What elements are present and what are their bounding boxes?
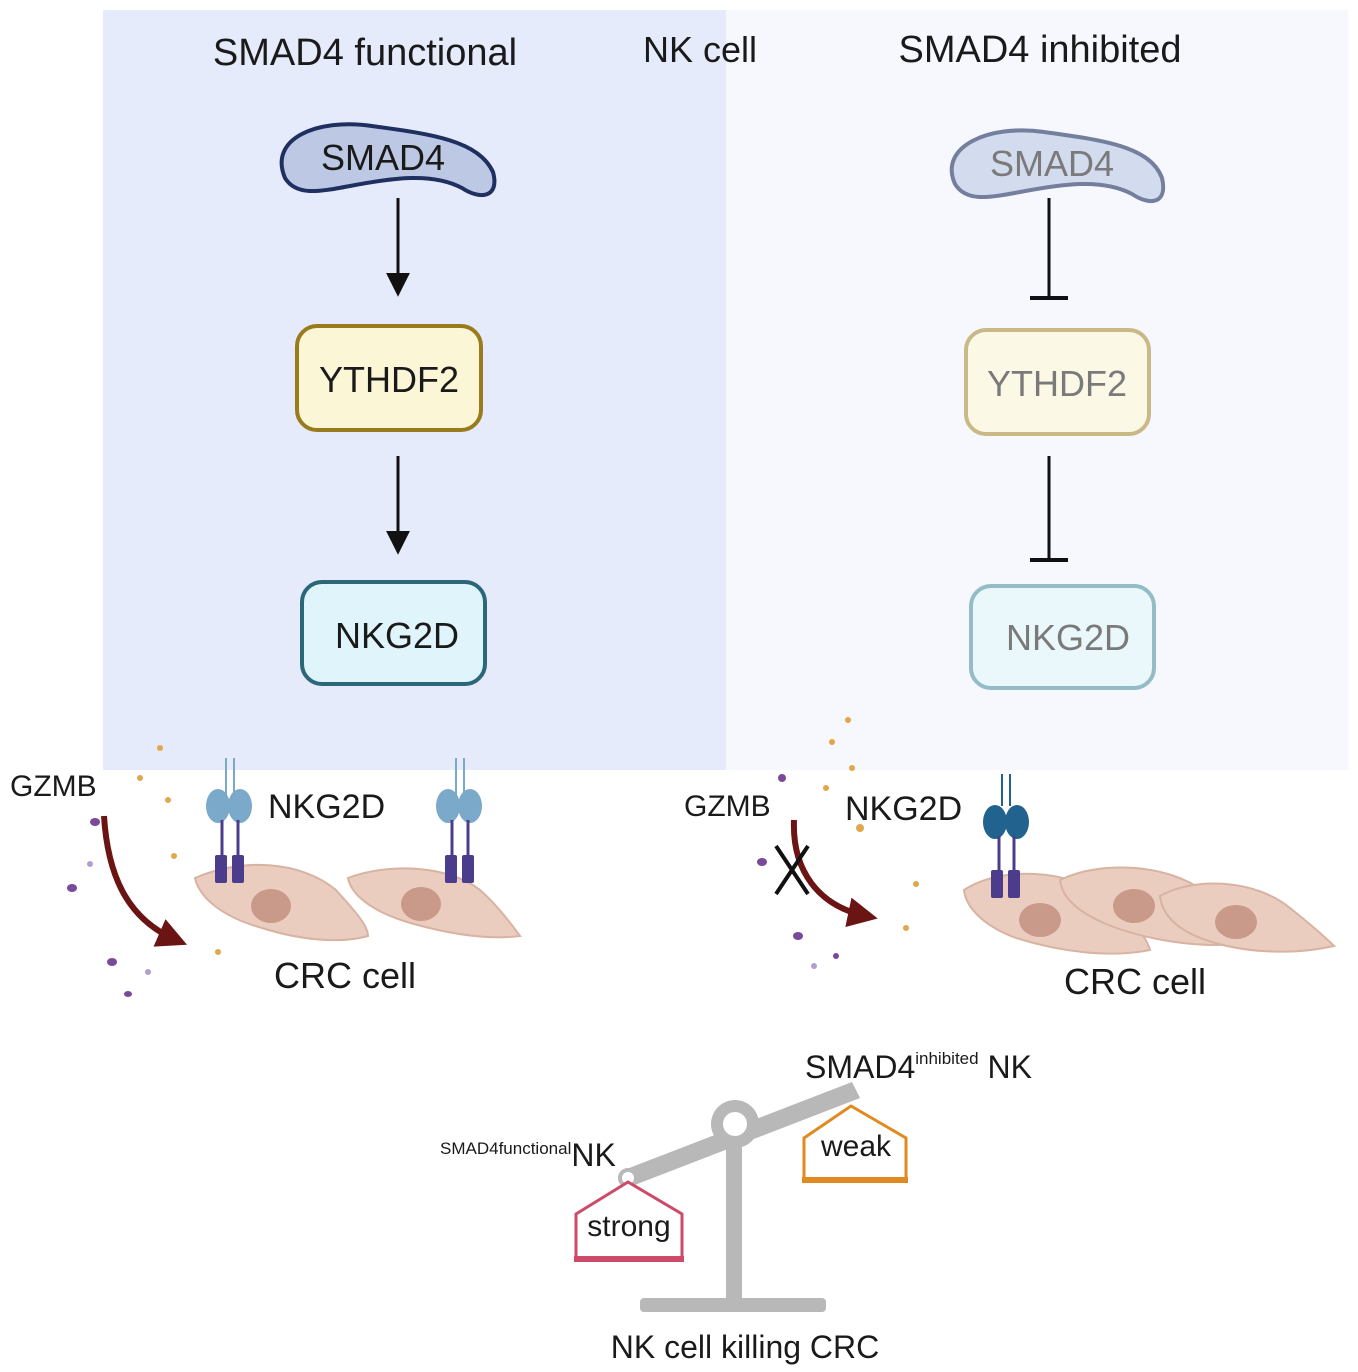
right-ythdf2-box: YTHDF2 [964, 328, 1151, 436]
left-panel-title: SMAD4 functional [213, 32, 517, 74]
right-nkg2d-label: NKG2D [1006, 617, 1130, 658]
right-crc-nucleus-3 [1215, 905, 1257, 939]
scale-post [726, 1130, 742, 1302]
left-gzmb-label: GZMB [10, 770, 97, 803]
left-smad4-protein: SMAD4 [279, 122, 497, 197]
left-nkg2d-box: NKG2D [300, 580, 487, 686]
left-crc-cells [193, 863, 522, 942]
right-nkg2d-receptor [983, 774, 1029, 898]
right-smad4-label: SMAD4 [990, 143, 1114, 184]
left-crc-label: CRC cell [274, 955, 416, 996]
smad4-inhibited-tail: NK [979, 1049, 1032, 1085]
right-panel-title: SMAD4 inhibited [898, 29, 1181, 71]
left-smad4-label: SMAD4 [321, 137, 445, 178]
left-crc-nucleus-2 [401, 887, 441, 921]
strong-weight: strong [574, 1180, 684, 1262]
left-ythdf2-box: YTHDF2 [295, 324, 483, 432]
right-crc-label: CRC cell [1064, 961, 1206, 1002]
right-inhibit-smad4-to-ythdf2 [1030, 198, 1068, 300]
right-granule-particles [757, 717, 919, 969]
left-ythdf2-label: YTHDF2 [319, 359, 459, 400]
right-gzmb-label: GZMB [684, 790, 771, 823]
weak-label: weak [820, 1130, 892, 1163]
left-nkg2d-receptor-2 [436, 758, 482, 883]
smad4-inhibited-nk-label: SMAD4inhibited NK [805, 1049, 1032, 1085]
right-receptor-label: NKG2D [845, 790, 962, 828]
balance-caption: NK cell killing CRC [611, 1329, 880, 1365]
smad4-functional-nk-label: SMAD4functionalNK [440, 1137, 616, 1173]
left-crc-nucleus-1 [251, 889, 291, 923]
right-gzmb-arrow [790, 819, 878, 928]
left-receptor-label: NKG2D [268, 788, 385, 826]
right-inhibit-ythdf2-to-nkg2d [1030, 456, 1068, 562]
left-nkg2d-label: NKG2D [335, 615, 459, 656]
right-crc-nucleus-2 [1113, 889, 1155, 923]
right-smad4-protein [949, 128, 1166, 203]
smad4-inhibited-superscript: inhibited [915, 1049, 978, 1068]
right-nkg2d-box: NKG2D [969, 584, 1156, 690]
strong-label: strong [587, 1210, 670, 1243]
nk-cell-label: NK cell [643, 29, 757, 70]
left-nkg2d-receptor-1 [206, 758, 252, 883]
smad4-functional-tail: NK [571, 1137, 615, 1173]
smad4-inhibited-main: SMAD4 [805, 1049, 915, 1085]
weak-weight: weak [802, 1104, 908, 1183]
left-gzmb-arrow [101, 815, 188, 947]
right-ythdf2-label: YTHDF2 [987, 363, 1127, 404]
right-crc-nucleus-1 [1019, 903, 1061, 937]
smad4-functional-superscript: SMAD4functional [440, 1139, 571, 1158]
scale-base [640, 1298, 826, 1312]
right-gzmb-block-x [774, 844, 810, 896]
